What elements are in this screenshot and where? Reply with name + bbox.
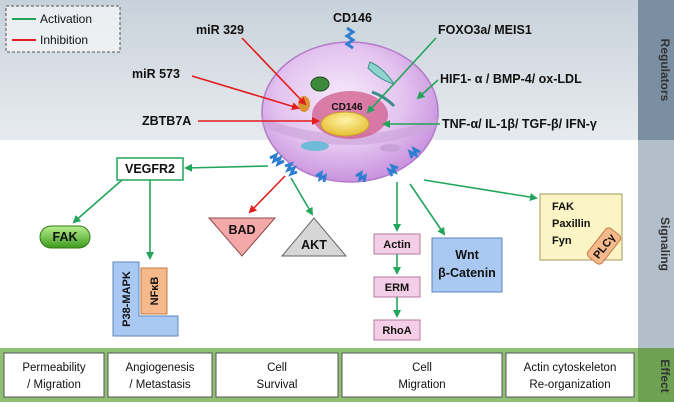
- p38-mapk-block: [112, 261, 179, 337]
- effect-box-1: [3, 352, 105, 398]
- effect-5-line1: Actin cytoskeleton: [524, 362, 617, 374]
- arrow-mir329: [241, 37, 307, 106]
- signaling-side-band: [638, 140, 674, 348]
- arrow-foxo3a: [366, 37, 437, 114]
- bcatenin-label: β-Catenin: [438, 266, 496, 280]
- legend-box: [5, 5, 121, 53]
- cd146-receptors: [269, 26, 421, 183]
- arrow-vegfr2-fak: [72, 179, 123, 224]
- effect-5-line2: Re-organization: [529, 379, 610, 391]
- hif-label: HIF1- α / BMP-4/ ox-LDL: [440, 72, 582, 86]
- effect-2-line1: Angiogenesis: [125, 362, 194, 374]
- arrow-cell-akt: [290, 177, 314, 216]
- bad-label: BAD: [228, 223, 255, 237]
- effect-1-line2: / Migration: [27, 379, 81, 391]
- receptor-left-2: [284, 161, 298, 177]
- fak-pill: [39, 225, 91, 249]
- regulators-side-band: [638, 0, 674, 140]
- mitochondrion: [310, 76, 330, 92]
- arrow-cell-wnt: [409, 183, 446, 236]
- fak-label: FAK: [53, 230, 78, 244]
- arrow-hif: [416, 79, 439, 100]
- erm-label: ERM: [385, 282, 409, 294]
- side-label-signaling: Signaling: [658, 217, 672, 271]
- cell-membrane-cut: [262, 118, 438, 145]
- rhoa-box: [373, 319, 421, 341]
- arrow-cell-vegfr2: [184, 163, 269, 172]
- effect-box-3: [215, 352, 339, 398]
- receptor-left: [269, 152, 285, 167]
- legend-activation-label: Activation: [40, 12, 92, 26]
- akt-label: AKT: [301, 238, 327, 252]
- receptor-right: [407, 146, 421, 159]
- effect-2-line2: / Metastasis: [129, 379, 191, 391]
- nfkb-label: NFκB: [149, 277, 161, 306]
- effect-box-2: [107, 352, 213, 398]
- nfkb-block: [140, 267, 168, 315]
- vegfr2-label: VEGFR2: [125, 162, 175, 176]
- cd146-nucleus-label: CD146: [331, 102, 363, 113]
- nucleolus: [320, 111, 370, 137]
- receptor-top: [344, 26, 356, 50]
- vesicle-2: [301, 141, 329, 151]
- receptor-bottom-right: [386, 163, 399, 177]
- golgi-organelle: [371, 90, 396, 108]
- bad-triangle: [207, 217, 277, 257]
- legend: Activation Inhibition: [5, 5, 121, 53]
- vesicle-3: [380, 144, 400, 152]
- arrow-cell-fak2: [423, 179, 538, 201]
- effect-3-line2: Survival: [257, 379, 298, 391]
- akt-triangle: [280, 217, 348, 257]
- arrow-mir573: [191, 75, 300, 111]
- cell-illustration: CD146: [261, 26, 439, 183]
- side-label-effect: Effect: [658, 359, 672, 392]
- receptor-bottom: [355, 170, 368, 183]
- side-label-regulators: Regulators: [658, 39, 672, 102]
- wnt-box: [431, 237, 503, 293]
- receptor-bottom-left: [315, 170, 328, 183]
- plcg-box: [586, 227, 622, 265]
- cd146-top-label: CD146: [333, 11, 372, 25]
- fyn-label: Fyn: [552, 235, 572, 247]
- effect-1-line1: Permeability: [22, 362, 86, 374]
- effect-3-line1: Cell: [267, 362, 287, 374]
- foxo3a-label: FOXO3a/ MEIS1: [438, 23, 532, 37]
- effect-box-5: [505, 352, 635, 398]
- effect-4-line1: Cell: [412, 362, 432, 374]
- legend-inhibition-label: Inhibition: [40, 33, 88, 47]
- fak2-label: FAK: [552, 201, 574, 213]
- effect-side-band: [638, 348, 674, 402]
- zbtb7a-label: ZBTB7A: [142, 114, 191, 128]
- effect-4-line2: Migration: [398, 379, 445, 391]
- wnt-label: Wnt: [455, 248, 479, 262]
- arrow-cell-bad: [248, 175, 286, 214]
- effect-box-4: [341, 352, 503, 398]
- effect-row: Permeability / Migration Angiogenesis / …: [3, 352, 635, 398]
- paxillin-label: Paxillin: [552, 218, 591, 230]
- p38-mapk-label: P38-MAPK: [121, 271, 133, 327]
- mir329-label: miR 329: [196, 23, 244, 37]
- actin-label: Actin: [383, 239, 411, 251]
- mir573-label: miR 573: [132, 67, 180, 81]
- tnf-label: TNF-α/ IL-1β/ TGF-β/ IFN-γ: [442, 117, 597, 131]
- rhoa-label: RhoA: [382, 325, 411, 337]
